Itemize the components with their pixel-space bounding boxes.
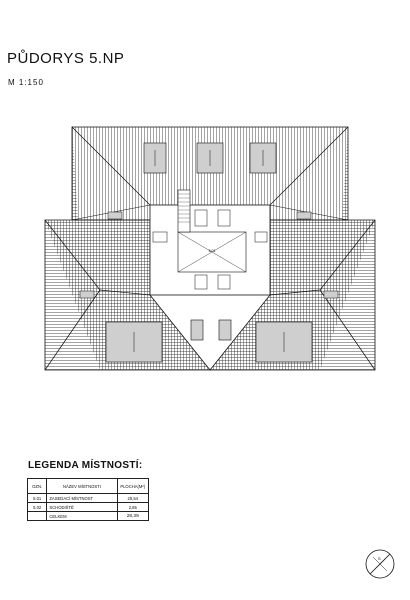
room-name: ZASEDACÍ MÍSTNOST [46, 493, 118, 503]
skylight-bottom-center-left [190, 319, 204, 341]
room-legend-table: OZN. NÁZEV MÍSTNOSTI PLOCHA(M²) 5.01 ZAS… [26, 478, 150, 521]
room-name: SCHODIŠTĚ [46, 502, 118, 512]
total-area: 28,39 [116, 511, 150, 521]
skylight-bottom-center-right [218, 319, 232, 341]
skylight-small-right-upper [296, 211, 312, 220]
room-code: 5.02 [26, 502, 48, 512]
skylight-small-left-lower [79, 290, 95, 299]
legend-col-area: PLOCHA(M²) [116, 478, 150, 494]
right-wing-roof [209, 219, 376, 371]
page-title: PŮDORYS 5.NP [7, 50, 125, 67]
central-room: 5.01 [149, 204, 271, 296]
legend-header-row: OZN. NÁZEV MÍSTNOSTI PLOCHA(M²) [26, 478, 150, 494]
north-arrow-icon: S [365, 549, 395, 579]
staircase [177, 189, 191, 233]
legend-total-row: CELKEM 28,39 [26, 511, 150, 521]
left-wing-roof [44, 219, 211, 371]
skylight-small-right-lower [323, 290, 339, 299]
total-label: CELKEM [46, 511, 118, 521]
upper-roof [71, 126, 349, 221]
legend-col-name: NÁZEV MÍSTNOSTI [46, 478, 118, 494]
skylight-top-left [143, 142, 167, 174]
skylight-small-left-upper [107, 211, 123, 220]
north-label: S [378, 556, 381, 561]
scale-label: M 1:150 [8, 78, 44, 87]
legend-col-code: OZN. [26, 478, 48, 494]
legend-title: LEGENDA MÍSTNOSTÍ: [28, 460, 143, 471]
skylight-bottom-left [105, 321, 163, 363]
table-row: 5.01 ZASEDACÍ MÍSTNOST 25,54 [26, 493, 150, 503]
skylight-bottom-right [255, 321, 313, 363]
room-area: 2,85 [116, 502, 150, 512]
room-area: 25,54 [116, 493, 150, 503]
room-code: 5.01 [26, 493, 48, 503]
skylight-top-right [249, 142, 277, 174]
room-label: 5.01 [209, 249, 216, 253]
table-row: 5.02 SCHODIŠTĚ 2,85 [26, 502, 150, 512]
skylight-top-center [196, 142, 224, 174]
total-blank [26, 511, 48, 521]
